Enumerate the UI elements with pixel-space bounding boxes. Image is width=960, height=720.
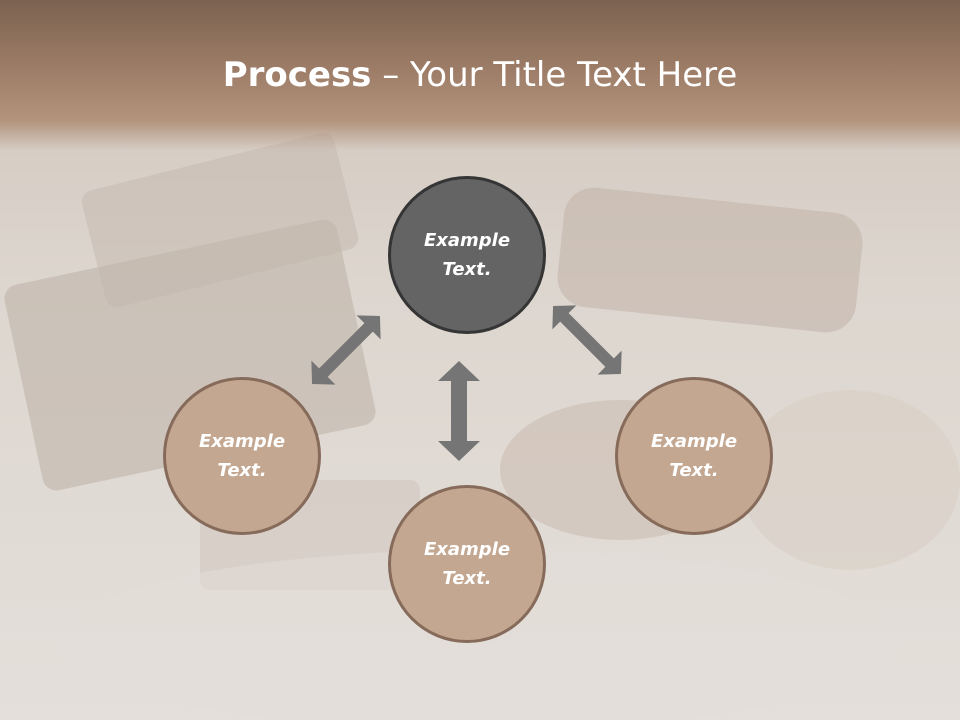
arrow-vertical[interactable] <box>438 361 480 461</box>
header-band <box>0 0 960 150</box>
slide-title[interactable]: Process – Your Title Text Here <box>0 52 960 98</box>
title-rest: – Your Title Text Here <box>371 55 738 95</box>
arrow-top-left[interactable] <box>300 304 392 396</box>
arrow-top-right[interactable] <box>541 294 633 386</box>
title-bold: Process <box>222 55 372 95</box>
